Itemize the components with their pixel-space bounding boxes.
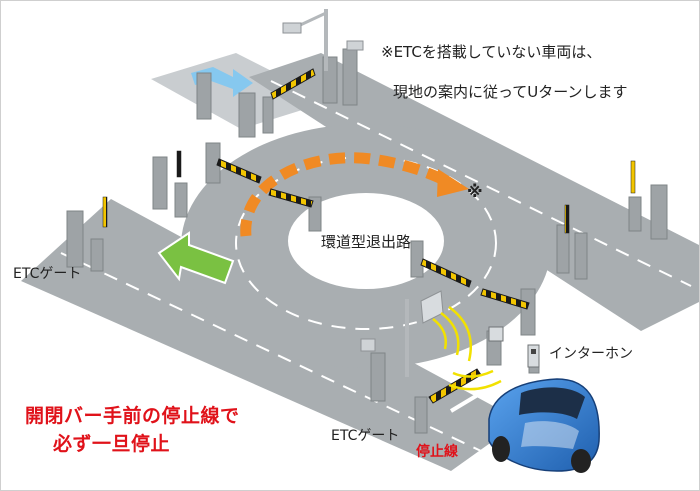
gate-poles: [102, 150, 636, 234]
note-marker: ※: [467, 182, 483, 201]
car-icon: [488, 378, 600, 473]
ring-island: [288, 193, 444, 289]
stop-line-label: 停止線: [416, 444, 458, 460]
intercom-label: インターホン: [549, 346, 633, 362]
warning-line-2: 必ず一旦停止: [53, 433, 171, 455]
roundabout-label: 環道型退出路: [321, 233, 412, 251]
intercom-icon: [488, 326, 540, 368]
gate-pillars: [66, 48, 668, 434]
gate-bottom-label: ETCゲート: [331, 428, 400, 444]
warning-line-1: 開閉バー手前の停止線で: [25, 405, 240, 427]
sensor-wave-icon: [432, 305, 502, 391]
gate-left-label: ETCゲート: [13, 266, 82, 282]
green-arrow-icon: [157, 231, 235, 285]
lamp-post-icon: [282, 9, 328, 71]
orange-dashed-arrow-icon: [240, 152, 469, 237]
stop-line-mark: [449, 391, 483, 413]
note-line-2: 現地の案内に従ってUターンします: [393, 83, 628, 101]
note-line-1: ※ETCを搭載していない車両は、: [381, 43, 602, 61]
